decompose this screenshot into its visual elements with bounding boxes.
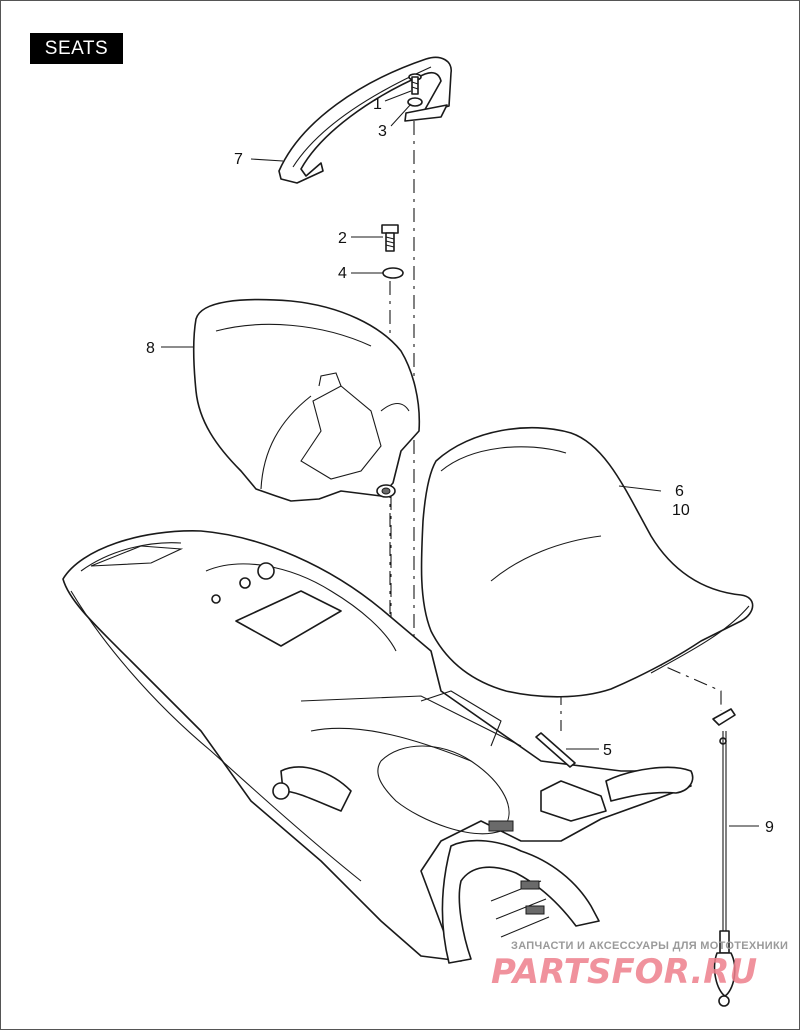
callout-2: 2 bbox=[338, 230, 347, 247]
callout-10: 10 bbox=[672, 502, 690, 519]
bolt-part-2 bbox=[381, 224, 399, 252]
watermark-tagline: ЗАПЧАСТИ И АКСЕССУАРЫ ДЛЯ МОТОТЕХНИКИ bbox=[511, 940, 788, 952]
pin-part-5 bbox=[535, 732, 576, 768]
callout-3: 3 bbox=[378, 123, 387, 140]
leader-3 bbox=[390, 103, 412, 127]
callout-7: 7 bbox=[234, 151, 243, 168]
callout-5: 5 bbox=[603, 742, 612, 759]
watermark-brand: PARTSFOR.RU bbox=[491, 952, 757, 992]
callout-6: 6 bbox=[675, 483, 684, 500]
screw-part-1 bbox=[408, 73, 422, 95]
fender-frame-assembly bbox=[62, 530, 694, 964]
leader-6 bbox=[618, 485, 662, 492]
rider-seat-part bbox=[420, 426, 754, 698]
assembly-line-seat bbox=[640, 655, 722, 711]
callout-8: 8 bbox=[146, 340, 155, 357]
section-title: SEATS bbox=[30, 33, 123, 64]
callout-9: 9 bbox=[765, 819, 774, 836]
callout-4: 4 bbox=[338, 265, 347, 282]
washer-part-4 bbox=[382, 267, 404, 279]
leader-1 bbox=[384, 90, 412, 102]
callout-1: 1 bbox=[373, 96, 382, 113]
pillion-seat-part bbox=[192, 298, 421, 502]
cable-part-9 bbox=[712, 708, 736, 1007]
washer-part-3 bbox=[407, 97, 423, 107]
seat-strap-part bbox=[278, 56, 452, 184]
leader-7 bbox=[250, 158, 284, 162]
